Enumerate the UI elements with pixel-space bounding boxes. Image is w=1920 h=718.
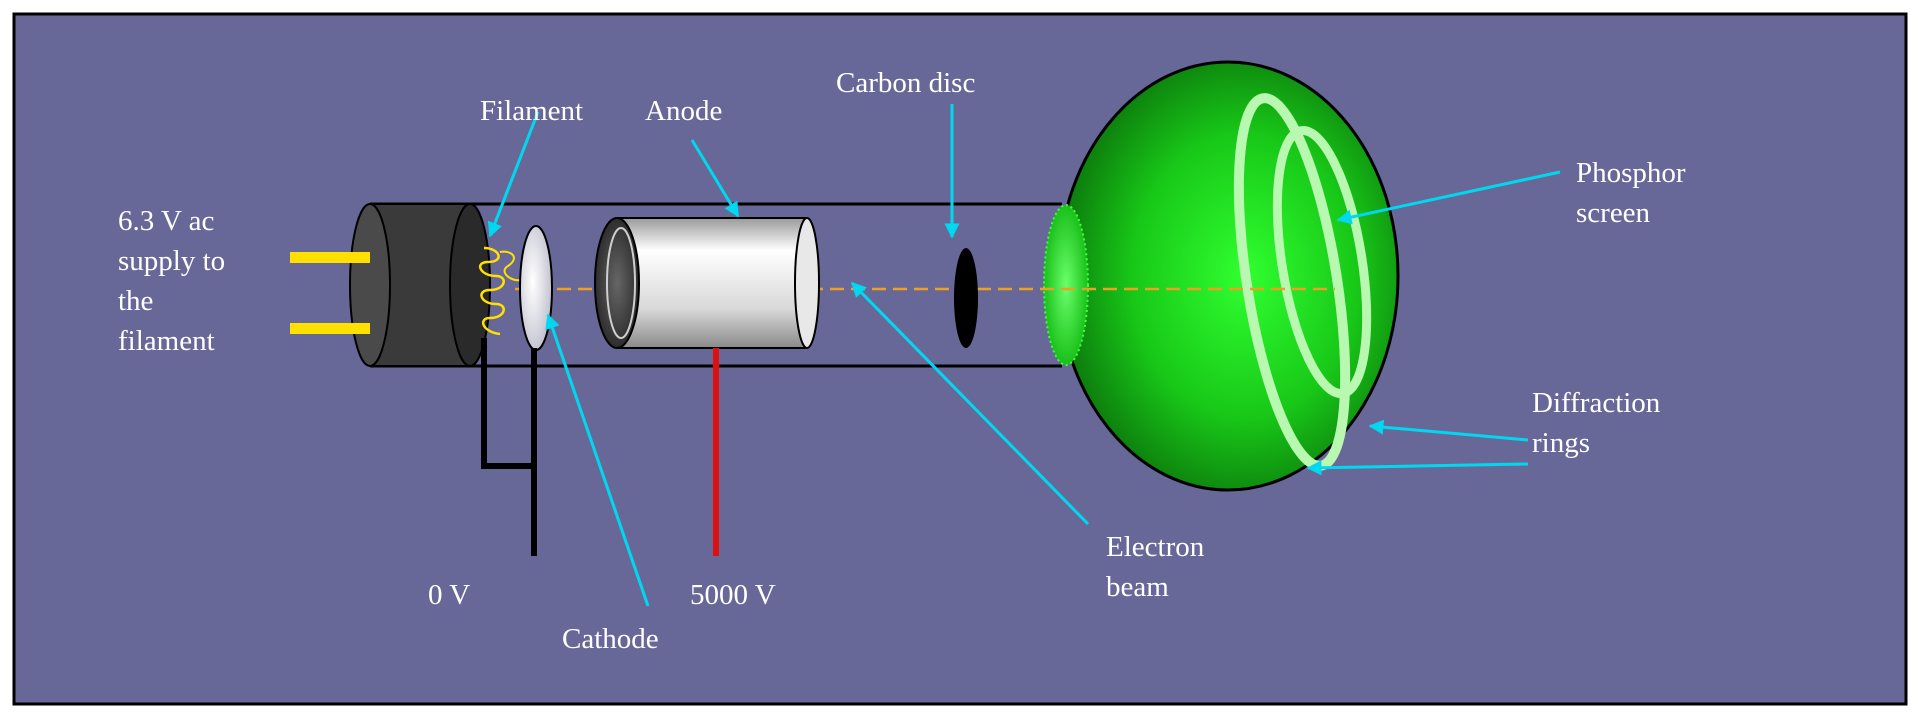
cathode-disc — [519, 225, 553, 351]
diffraction-ring-inner — [1272, 125, 1372, 399]
carbon-disc — [954, 248, 978, 348]
carbon-disc-label: Carbon disc — [836, 67, 975, 99]
diffraction-rings-label-line-1: Diffraction — [1532, 387, 1661, 419]
supply-pin-upper — [290, 252, 370, 263]
electron-beam-label-line-2: beam — [1106, 571, 1169, 603]
cathode-pointer — [545, 313, 650, 607]
cathode-label: Cathode — [562, 623, 659, 655]
phosphor-screen-label: Phosphor screen — [1576, 157, 1693, 229]
diffraction-rings-label-line-2: rings — [1532, 427, 1590, 459]
diffraction-ring-pointer-outer — [1306, 460, 1529, 476]
anode-front-end — [794, 217, 820, 349]
supply-label-line-2: supply to — [118, 245, 225, 277]
phosphor-screen-pointer — [1336, 170, 1561, 225]
electron-beam-label-line-1: Electron — [1106, 531, 1205, 563]
zero-volts-label: 0 V — [428, 579, 470, 611]
supply-label-line-4: filament — [118, 325, 215, 357]
supply-label-line-1: 6.3 V ac — [118, 205, 214, 237]
phosphor-screen-label-line-2: screen — [1576, 197, 1651, 229]
filament-coil — [478, 246, 505, 336]
supply-label: 6.3 V ac supply to the filament — [118, 205, 232, 357]
phosphor-bulb — [1056, 60, 1400, 492]
filament-pointer — [487, 111, 540, 238]
anode-back-rim — [606, 227, 636, 339]
anode-body — [617, 218, 807, 348]
diffraction-ring-pointer-inner — [1368, 419, 1529, 442]
filament-coil-right — [499, 250, 521, 282]
phosphor-screen-label-line-1: Phosphor — [1576, 157, 1686, 189]
tube-base-front — [449, 203, 491, 367]
supply-label-line-3: the — [118, 285, 153, 317]
diffraction-rings-label: Diffraction rings — [1532, 387, 1668, 459]
electron-beam-pointer — [850, 281, 1090, 526]
anode-label: Anode — [645, 95, 722, 127]
filament-label: Filament — [480, 95, 583, 127]
beam-entry-glow — [1043, 204, 1089, 366]
anode-back-end — [594, 217, 640, 349]
diagram-frame — [12, 12, 1908, 706]
tube-base-back — [349, 203, 391, 367]
filament-wire — [481, 338, 534, 469]
electron-beam-label: Electron beam — [1106, 531, 1211, 603]
anode-pointer — [690, 139, 740, 218]
supply-pin-lower — [290, 323, 370, 334]
anode-voltage-label: 5000 V — [690, 579, 776, 611]
